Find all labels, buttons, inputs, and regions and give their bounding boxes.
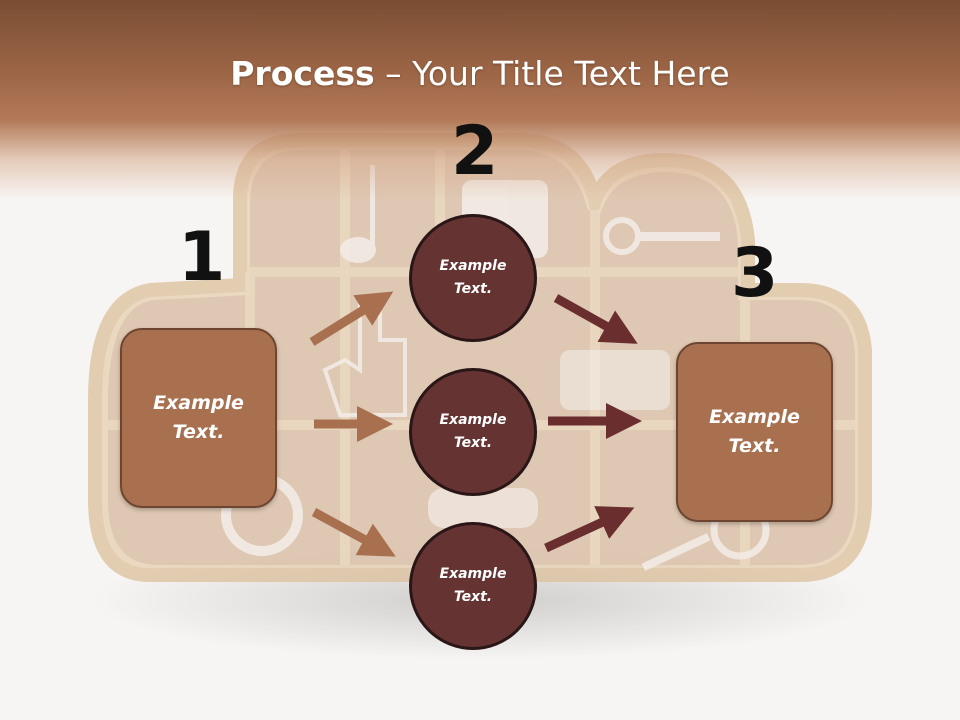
arrow-bottom-to-3 [544,506,635,553]
step-number-1: 1 [178,218,226,297]
thumbs-up-icon [560,350,670,410]
step-box-3: Example Text. [676,342,833,522]
title-bold: Process [230,54,375,93]
circle-middle-text: Example Text. [439,412,507,451]
step-number-2: 2 [451,112,499,191]
step-box-1-text: Example Text. [153,392,244,443]
gamepad-icon [428,488,538,528]
arrow-top-to-3 [553,294,638,344]
title-rest: – Your Title Text Here [374,54,730,93]
step-box-3-text: Example Text. [709,406,800,457]
slide-title: Process – Your Title Text Here [0,52,960,96]
circle-top-text: Example Text. [439,258,507,297]
step-number-3: 3 [731,234,779,313]
circle-bottom-text: Example Text. [439,566,507,605]
circle-bottom: Example Text. [409,522,537,650]
header-band [0,0,960,200]
music-note-icon [340,237,376,263]
circle-top: Example Text. [409,214,537,342]
step-box-1: Example Text. [120,328,277,508]
arrow-1-to-top [309,291,394,346]
circle-middle: Example Text. [409,368,537,496]
arrow-1-to-bottom [311,508,396,557]
